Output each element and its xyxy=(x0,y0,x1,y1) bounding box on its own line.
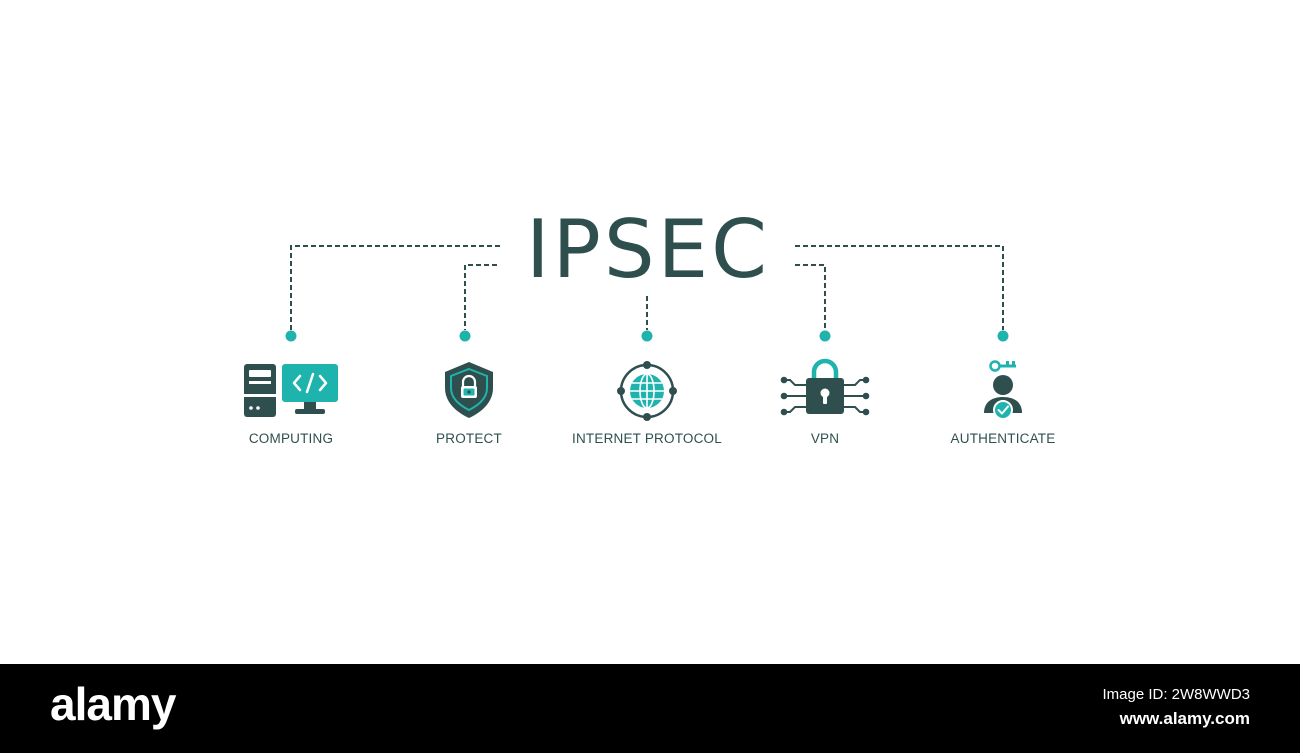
connector-protect xyxy=(464,264,497,330)
site-url-text: www.alamy.com xyxy=(1119,709,1250,728)
diagram-title: IPSEC xyxy=(525,203,771,296)
connector-dots xyxy=(285,330,1009,342)
watermark-footer: alamy Image ID: 2W8WWD3 www.alamy.com xyxy=(0,664,1300,753)
dot-authenticate xyxy=(997,330,1009,342)
shield-lock-icon xyxy=(445,362,493,418)
label-computing: COMPUTING xyxy=(248,431,334,446)
label-internet-protocol: INTERNET PROTOCOL xyxy=(572,431,722,446)
connectors xyxy=(290,245,1004,330)
diagram-graphics xyxy=(244,245,1022,421)
connector-computing xyxy=(290,245,500,330)
label-vpn: VPN xyxy=(810,431,840,446)
globe-network-icon xyxy=(617,361,677,421)
computing-icon xyxy=(244,364,338,417)
label-authenticate: AUTHENTICATE xyxy=(950,431,1056,446)
connector-authenticate xyxy=(795,245,1004,330)
user-key-check-icon xyxy=(984,360,1022,420)
dot-computing xyxy=(285,330,297,342)
dot-vpn xyxy=(819,330,831,342)
dot-internet-protocol xyxy=(641,330,653,342)
padlock-circuit-icon xyxy=(780,358,870,416)
image-id-text: Image ID: 2W8WWD3 xyxy=(1102,686,1250,703)
connector-vpn xyxy=(795,264,826,330)
label-protect: PROTECT xyxy=(436,431,502,446)
alamy-logo: alamy xyxy=(50,678,176,730)
dot-protect xyxy=(459,330,471,342)
